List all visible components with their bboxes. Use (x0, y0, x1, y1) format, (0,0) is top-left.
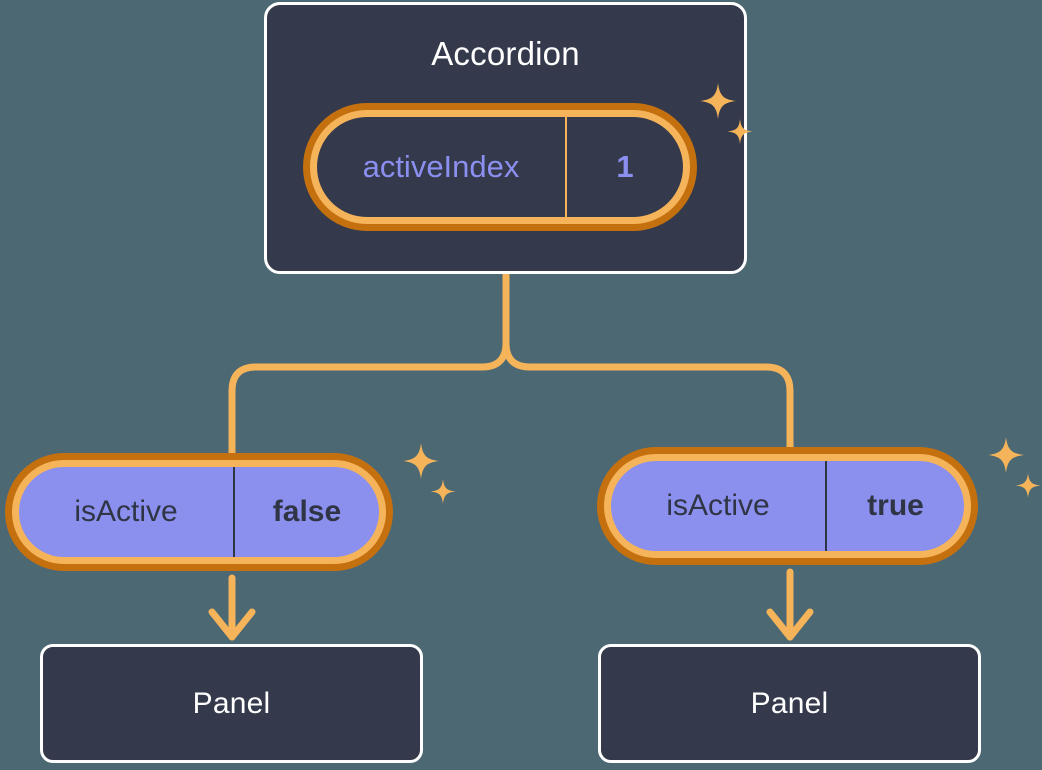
state-value-activeindex: 1 (616, 149, 634, 184)
state-key-activeindex: activeIndex (317, 117, 567, 217)
connector-branch-left (228, 339, 510, 464)
panel-component-card-right[interactable]: Panel (598, 644, 981, 763)
panel-component-card-left[interactable]: Panel (40, 644, 423, 763)
state-key-isactive-left: isActive (19, 467, 235, 557)
state-pill-body: activeIndex 1 (310, 110, 690, 224)
sparkle-four-point-small-icon (430, 479, 456, 504)
accordion-title: Accordion (431, 35, 580, 72)
sparkle-group-right (988, 437, 1041, 498)
panel-title-right: Panel (750, 686, 829, 720)
panel-title-left: Panel (192, 686, 271, 720)
state-pill-body: isActive true (604, 454, 971, 558)
sparkle-four-point-icon (403, 443, 439, 479)
left-state-pill[interactable]: isActive false (12, 460, 386, 564)
connector-branch-right (502, 339, 794, 458)
accordion-state-pill[interactable]: activeIndex 1 (310, 110, 690, 224)
state-key-isactive-right: isActive (611, 461, 827, 551)
state-value-isactive-right: true (867, 489, 924, 522)
sparkle-group-left (403, 443, 456, 504)
sparkle-four-point-small-icon (1015, 473, 1041, 498)
state-pill-body: isActive false (12, 460, 386, 564)
arrow-down-icon-right (766, 608, 814, 641)
arrow-down-icon-left (208, 608, 256, 641)
right-state-pill[interactable]: isActive true (604, 454, 971, 558)
state-value-isactive-left: false (272, 495, 342, 528)
accordion-component-card[interactable]: Accordion activeIndex 1 (264, 2, 747, 274)
sparkle-four-point-icon (988, 437, 1024, 473)
